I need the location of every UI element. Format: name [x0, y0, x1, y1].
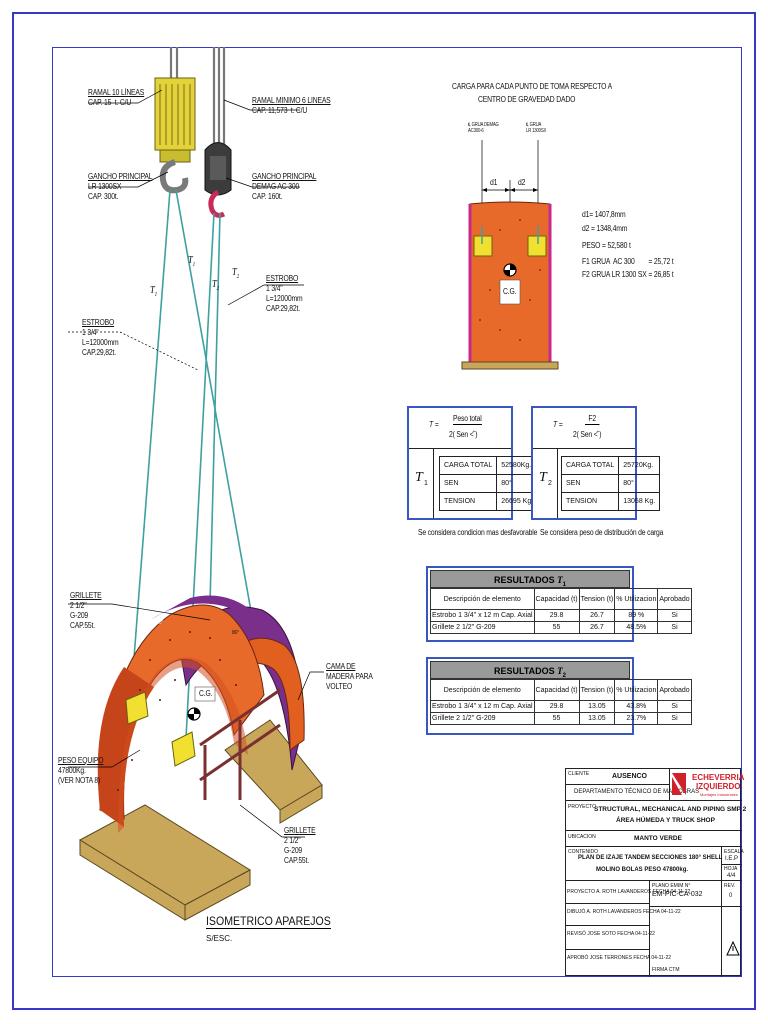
load-diagram-title-1: CARGA PARA CADA PUNTO DE TOMA RESPECTO A [452, 82, 612, 91]
sling-t1-left-label: T1 [150, 285, 157, 299]
table-row: PROYECTO A. ROTH LAVANDEROS FECHA 04-11-… [567, 889, 691, 895]
table-row: REVISÓ JOSE SOTO FECHA 04-11-22 [567, 931, 655, 937]
cg-label-isometric: C.G. [199, 689, 213, 698]
title-block-cliente: CLIENTE AUSENCO DEPARTAMENTO TÉCNICO DE … [566, 769, 699, 801]
sling-t2-right-label: T2 [232, 267, 239, 281]
company-logo: ECHEVERRIA IZQUIERDO Montajes Industrial… [670, 769, 744, 801]
title-block-proyecto: PROYECTO STRUCTURAL, MECHANICAL AND PIPI… [566, 801, 746, 831]
angle-label-1: 80° [156, 620, 164, 626]
formula-t1-expression: T = Peso total 2( Sen <̂ ) [409, 408, 511, 449]
grua-lr-label: ℄ GRUA LR 1300SX [526, 122, 547, 134]
angle-label-2: 80° [232, 630, 240, 636]
d2-label: d2 [518, 178, 526, 187]
ramal10-label: RAMAL 10 LÍNEAS CAP. 15 t. C/U [88, 88, 145, 107]
title-block-contenido: CONTENIDO PLAN DE IZAJE TANDEM SECCIONES… [566, 847, 744, 881]
cama-madera-label: CAMA DE MADERA PARA VOLTEO [326, 662, 373, 691]
table-row: APROBÓ JOSE TERRONES FECHA 04-11-22 [567, 955, 672, 961]
estrobo-right-label: ESTROBO 1 3/4" L=12000mm CAP.29,82t. [266, 274, 303, 313]
drawing-sheet-border [12, 12, 756, 1010]
title-block-signatures: PROYECTO A. ROTH LAVANDEROS FECHA 04-11-… [566, 881, 742, 977]
cg-label-elevation: C.G. [503, 287, 517, 296]
d1-label: d1 [490, 178, 498, 187]
gancho-lr-label: GANCHO PRINCIPAL LR 1300SX CAP. 300t. [88, 172, 153, 201]
ramal6-label: RAMAL MINIMO 6 LINEAS CAP. 11,573 t. C/U [252, 96, 331, 115]
center-of-gravity-marker-elevation [503, 263, 517, 277]
grua-demag-label: ℄ GRUA DEMAG AC300-6 [468, 122, 499, 134]
grillete-top-label: GRILLETE 2 1/2" G-209 CAP.55t. [70, 591, 102, 630]
formula-box-t1: T = Peso total 2( Sen <̂ ) T 1 CARGA TOT… [407, 406, 539, 520]
formula-t2-caption: Se considera peso de distribución de car… [540, 528, 664, 537]
formula-t1-symbol: T 1 [409, 448, 434, 518]
drawing-frame [52, 47, 742, 977]
estrobo-left-label: ESTROBO 1 3/4" L=12000mm CAP.29,82t. [82, 318, 119, 357]
grillete-bottom-label: GRILLETE 2 1/2" G-209 CAP.55t. [284, 826, 316, 865]
title-block: CLIENTE AUSENCO DEPARTAMENTO TÉCNICO DE … [565, 768, 746, 977]
formula-t1-caption: Se considera condicion mas desfavorable [418, 528, 538, 537]
peso-equipo-label: PESO EQUIPO 47800Kg. (VER NOTA 8) [58, 756, 104, 785]
load-diagram-title-2: CENTRO DE GRAVEDAD DADO [478, 95, 576, 104]
table-row: DIBUJÓ A. ROTH LAVANDEROS FECHA 04-11-22 [567, 909, 681, 915]
formula-t2-symbol: T 2 [533, 448, 558, 518]
center-of-gravity-marker [187, 707, 201, 721]
mill-shell-section [97, 595, 305, 833]
timber-cribbing [79, 719, 323, 921]
results-t2-title: RESULTADOS T2 [430, 661, 630, 679]
results-t1-title: RESULTADOS T1 [430, 570, 630, 588]
isometric-scale: S/ESC. [206, 934, 233, 943]
sling-t1-right-label: T1 [188, 255, 195, 269]
lr1300-hook-block [154, 77, 196, 194]
leader-lines [68, 89, 324, 838]
title-block-ubicacion: UBICACION MANTO VERDE [566, 831, 742, 847]
warning-icon [726, 941, 740, 956]
formula-t2-expression: T = F2 2( Sen <̂ ) [533, 408, 635, 449]
sling-t2-left-label: T2 [212, 279, 219, 293]
crane-cables [169, 47, 226, 150]
isometric-title: ISOMETRICO APAREJOS [206, 914, 331, 929]
gancho-demag-label: GANCHO PRINCIPAL DEMAG AC 300 CAP. 160t. [252, 172, 317, 201]
